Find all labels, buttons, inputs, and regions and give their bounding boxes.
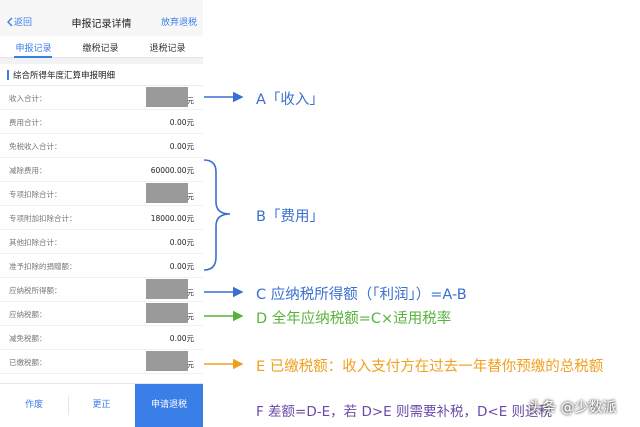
- detail-row-unit: 元: [187, 97, 194, 105]
- detail-row: 其他扣除合计： 0.00元: [0, 230, 203, 254]
- annotation-c: C 应纳税所得额（「利润」）=A-B: [256, 287, 467, 303]
- detail-row-label: 准予扣除的捐赠额：: [9, 262, 77, 271]
- detail-row: 费用合计： 0.00元: [0, 110, 203, 134]
- redacted-value-mask: [146, 351, 188, 371]
- redacted-value-mask: [146, 279, 188, 299]
- brace-b: [203, 159, 231, 271]
- detail-row: 已缴税额： 元: [0, 350, 203, 374]
- detail-row-unit: 元: [187, 289, 194, 297]
- page-title: 申报记录详情: [71, 19, 132, 30]
- section-accent-bar: [7, 70, 9, 80]
- detail-row-label: 已缴税额：: [9, 358, 47, 367]
- detail-row: 专项附加扣除合计： 18000.00元: [0, 206, 203, 230]
- annotation-f: F 差额=D-E，若 D>E 则需要补税，D<E 则退税: [256, 404, 553, 420]
- detail-row-label: 专项附加扣除合计：: [9, 214, 77, 223]
- detail-row-value: 60000.00元: [150, 166, 194, 175]
- redacted-value-mask: [146, 183, 188, 203]
- annotation-e: E 已缴税额：收入支付方在过去一年替你预缴的总税额: [256, 359, 604, 375]
- back-label: 返回: [14, 18, 33, 28]
- correct-button[interactable]: 更正: [92, 400, 111, 410]
- detail-row-label: 其他扣除合计：: [9, 238, 62, 247]
- watermark: 头条 @少数派: [528, 400, 617, 416]
- detail-row-label: 免税收入合计：: [9, 142, 62, 151]
- detail-row: 免税收入合计： 0.00元: [0, 134, 203, 158]
- detail-row: 应纳税所得额： 元: [0, 278, 203, 302]
- back-button[interactable]: 返回: [6, 15, 32, 28]
- annotation-b: B「费用」: [256, 209, 324, 225]
- tab-payment-records[interactable]: 缴税记录: [82, 44, 119, 54]
- apply-refund-button[interactable]: 申请退税: [135, 384, 203, 427]
- detail-row: 减免税额： 0.00元: [0, 326, 203, 350]
- detail-row: 准予扣除的捐赠额： 0.00元: [0, 254, 203, 278]
- detail-row: 应纳税额： 元: [0, 302, 203, 326]
- detail-row-value: 0.00元: [169, 262, 194, 271]
- tab-declaration-records[interactable]: 申报记录: [15, 44, 52, 54]
- void-button[interactable]: 作废: [24, 400, 43, 410]
- divider: [68, 396, 69, 415]
- detail-row-value: 0.00元: [169, 142, 194, 151]
- detail-row-label: 减除费用：: [9, 166, 47, 175]
- nav-bar: 返回 申报记录详情 放弃退税: [0, 0, 203, 36]
- detail-row-value: 18000.00元: [150, 214, 194, 223]
- detail-row-unit: 元: [187, 313, 194, 321]
- redacted-value-mask: [146, 87, 188, 107]
- detail-row-value: 0.00元: [169, 238, 194, 247]
- tab-active-indicator: [14, 56, 52, 58]
- annotation-d: D 全年应纳税额=C×适用税率: [256, 311, 452, 327]
- detail-row-label: 专项扣除合计：: [9, 190, 62, 199]
- tab-bar: 申报记录 缴税记录 退税记录: [0, 36, 203, 58]
- abandon-refund-button[interactable]: 放弃退税: [160, 18, 197, 28]
- detail-row-label: 应纳税额：: [9, 310, 47, 319]
- detail-row-value: 0.00元: [169, 118, 194, 127]
- detail-row-label: 应纳税所得额：: [9, 286, 62, 295]
- detail-row: 专项扣除合计： 元: [0, 182, 203, 206]
- detail-row-label: 收入合计：: [9, 94, 47, 103]
- chevron-left-icon: [7, 17, 13, 26]
- section-gap: [0, 58, 203, 64]
- detail-row-unit: 元: [187, 361, 194, 369]
- phone-screen: 返回 申报记录详情 放弃退税 申报记录 缴税记录 退税记录 综合所得年度汇算申报…: [0, 0, 203, 427]
- redacted-value-mask: [146, 303, 188, 323]
- detail-row: 减除费用： 60000.00元: [0, 158, 203, 182]
- annotation-a: A「收入」: [256, 92, 324, 108]
- section-title: 综合所得年度汇算申报明细: [13, 71, 116, 81]
- detail-row-unit: 元: [187, 193, 194, 201]
- tab-refund-records[interactable]: 退税记录: [149, 44, 186, 54]
- detail-row-label: 费用合计：: [9, 118, 47, 127]
- section-header: 综合所得年度汇算申报明细: [0, 64, 203, 86]
- detail-row: 收入合计： 元: [0, 86, 203, 110]
- bottom-action-bar: 作废 更正 申请退税: [0, 383, 203, 427]
- detail-row-label: 减免税额：: [9, 334, 47, 343]
- detail-row-value: 0.00元: [169, 334, 194, 343]
